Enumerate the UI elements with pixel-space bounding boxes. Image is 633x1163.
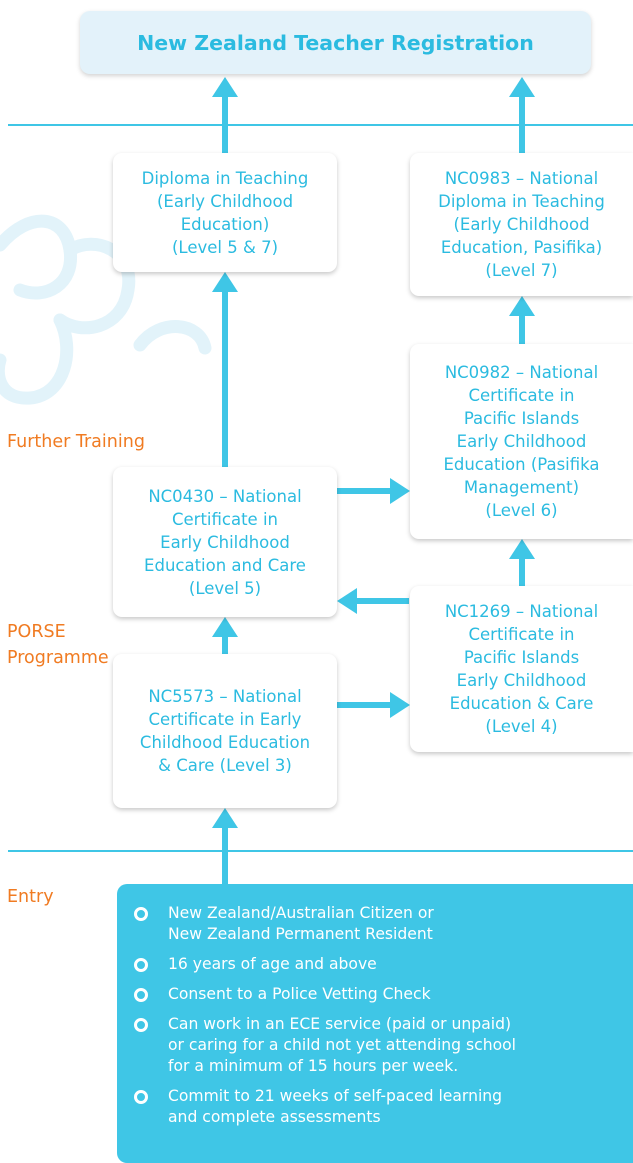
box-text-line: Early Childhood xyxy=(456,432,587,451)
box-text-line: Education and Care xyxy=(144,555,306,575)
entry-requirement-item: New Zealand/Australian Citizen or New Ze… xyxy=(134,903,633,945)
box-text-line: Certificate in xyxy=(468,386,575,405)
box-text-line: NC0430 – National xyxy=(148,486,302,506)
flower-decoration xyxy=(0,214,212,405)
box-text-line: Certificate in Early xyxy=(148,710,302,729)
entry-text-line: 16 years of age and above xyxy=(168,955,377,973)
nc1269-box: NC1269 – National Certificate in Pacific… xyxy=(410,586,633,752)
entry-text-line: New Zealand/Australian Citizen or xyxy=(168,904,434,922)
box-text-line: Education, Pasifika) xyxy=(440,238,603,257)
box-text-line: (Level 5 & 7) xyxy=(171,237,279,257)
box-text-line: (Early Childhood xyxy=(156,191,294,211)
entry-text-line: or caring for a child not yet attending … xyxy=(168,1036,517,1054)
box-text-line: Diploma in Teaching xyxy=(438,192,605,211)
box-text-line: Education & Care xyxy=(449,694,594,713)
box-text-line: Certificate in xyxy=(172,509,278,529)
box-text-line: Early Childhood xyxy=(456,671,587,690)
entry-requirement-item: 16 years of age and above xyxy=(134,954,633,975)
box-text-line: & Care (Level 3) xyxy=(158,756,292,775)
entry-text-line: Can work in an ECE service (paid or unpa… xyxy=(168,1015,512,1033)
box-text-line: Education) xyxy=(180,214,270,234)
stage-label-porse-programme: PORSE Programme xyxy=(7,619,109,671)
stage-label-line: PORSE xyxy=(7,622,66,642)
entry-text-line: Consent to a Police Vetting Check xyxy=(168,985,431,1003)
entry-text-line: Commit to 21 weeks of self-paced learnin… xyxy=(168,1087,503,1105)
box-text-line: Diploma in Teaching xyxy=(141,168,309,188)
stage-label-further-training: Further Training xyxy=(7,432,145,452)
box-text-line: NC0982 – National xyxy=(444,363,599,382)
ring-bullet-icon xyxy=(134,1090,148,1104)
box-text-line: NC5573 – National xyxy=(148,687,302,706)
box-text-line: (Level 4) xyxy=(485,717,558,736)
box-text-line: Pacific Islands xyxy=(463,648,580,667)
entry-text-line: for a minimum of 15 hours per week. xyxy=(168,1057,459,1075)
teacher-registration-title: New Zealand Teacher Registration xyxy=(137,30,534,55)
teacher-registration-box: New Zealand Teacher Registration xyxy=(80,11,591,74)
diploma-teaching-box: Diploma in Teaching (Early Childhood Edu… xyxy=(113,153,337,272)
stage-label-entry: Entry xyxy=(7,887,54,907)
entry-text-line: New Zealand Permanent Resident xyxy=(168,925,433,943)
nc0982-box: NC0982 – National Certificate in Pacific… xyxy=(410,344,633,539)
ring-bullet-icon xyxy=(134,988,148,1002)
stage-label-line: Programme xyxy=(7,648,109,668)
box-text-line: NC1269 – National xyxy=(444,602,599,621)
entry-requirement-item: Commit to 21 weeks of self-paced learnin… xyxy=(134,1086,633,1128)
box-text-line: Childhood Education xyxy=(139,733,311,752)
entry-requirement-item: Consent to a Police Vetting Check xyxy=(134,984,633,1005)
ring-bullet-icon xyxy=(134,907,148,921)
box-text-line: Early Childhood xyxy=(160,532,290,552)
entry-requirement-item: Can work in an ECE service (paid or unpa… xyxy=(134,1014,633,1077)
entry-requirements-box: New Zealand/Australian Citizen or New Ze… xyxy=(117,884,633,1163)
box-text-line: (Early Childhood xyxy=(453,215,590,234)
box-text-line: Education (Pasifika xyxy=(443,455,600,474)
box-text-line: (Level 7) xyxy=(485,261,558,280)
nc0430-box: NC0430 – National Certificate in Early C… xyxy=(113,467,337,617)
box-text-line: (Level 6) xyxy=(485,501,558,520)
arrows xyxy=(212,77,535,884)
box-text-line: Certificate in xyxy=(468,625,575,644)
box-text-line: Management) xyxy=(463,478,580,497)
nc5573-box: NC5573 – National Certificate in Early C… xyxy=(113,654,337,808)
box-text-line: Pacific Islands xyxy=(463,409,580,428)
ring-bullet-icon xyxy=(134,958,148,972)
box-text-line: (Level 5) xyxy=(188,578,262,598)
box-text-line: NC0983 – National xyxy=(444,169,599,188)
nc0983-box: NC0983 – National Diploma in Teaching (E… xyxy=(410,153,633,296)
ring-bullet-icon xyxy=(134,1018,148,1032)
entry-text-line: and complete assessments xyxy=(168,1108,381,1126)
